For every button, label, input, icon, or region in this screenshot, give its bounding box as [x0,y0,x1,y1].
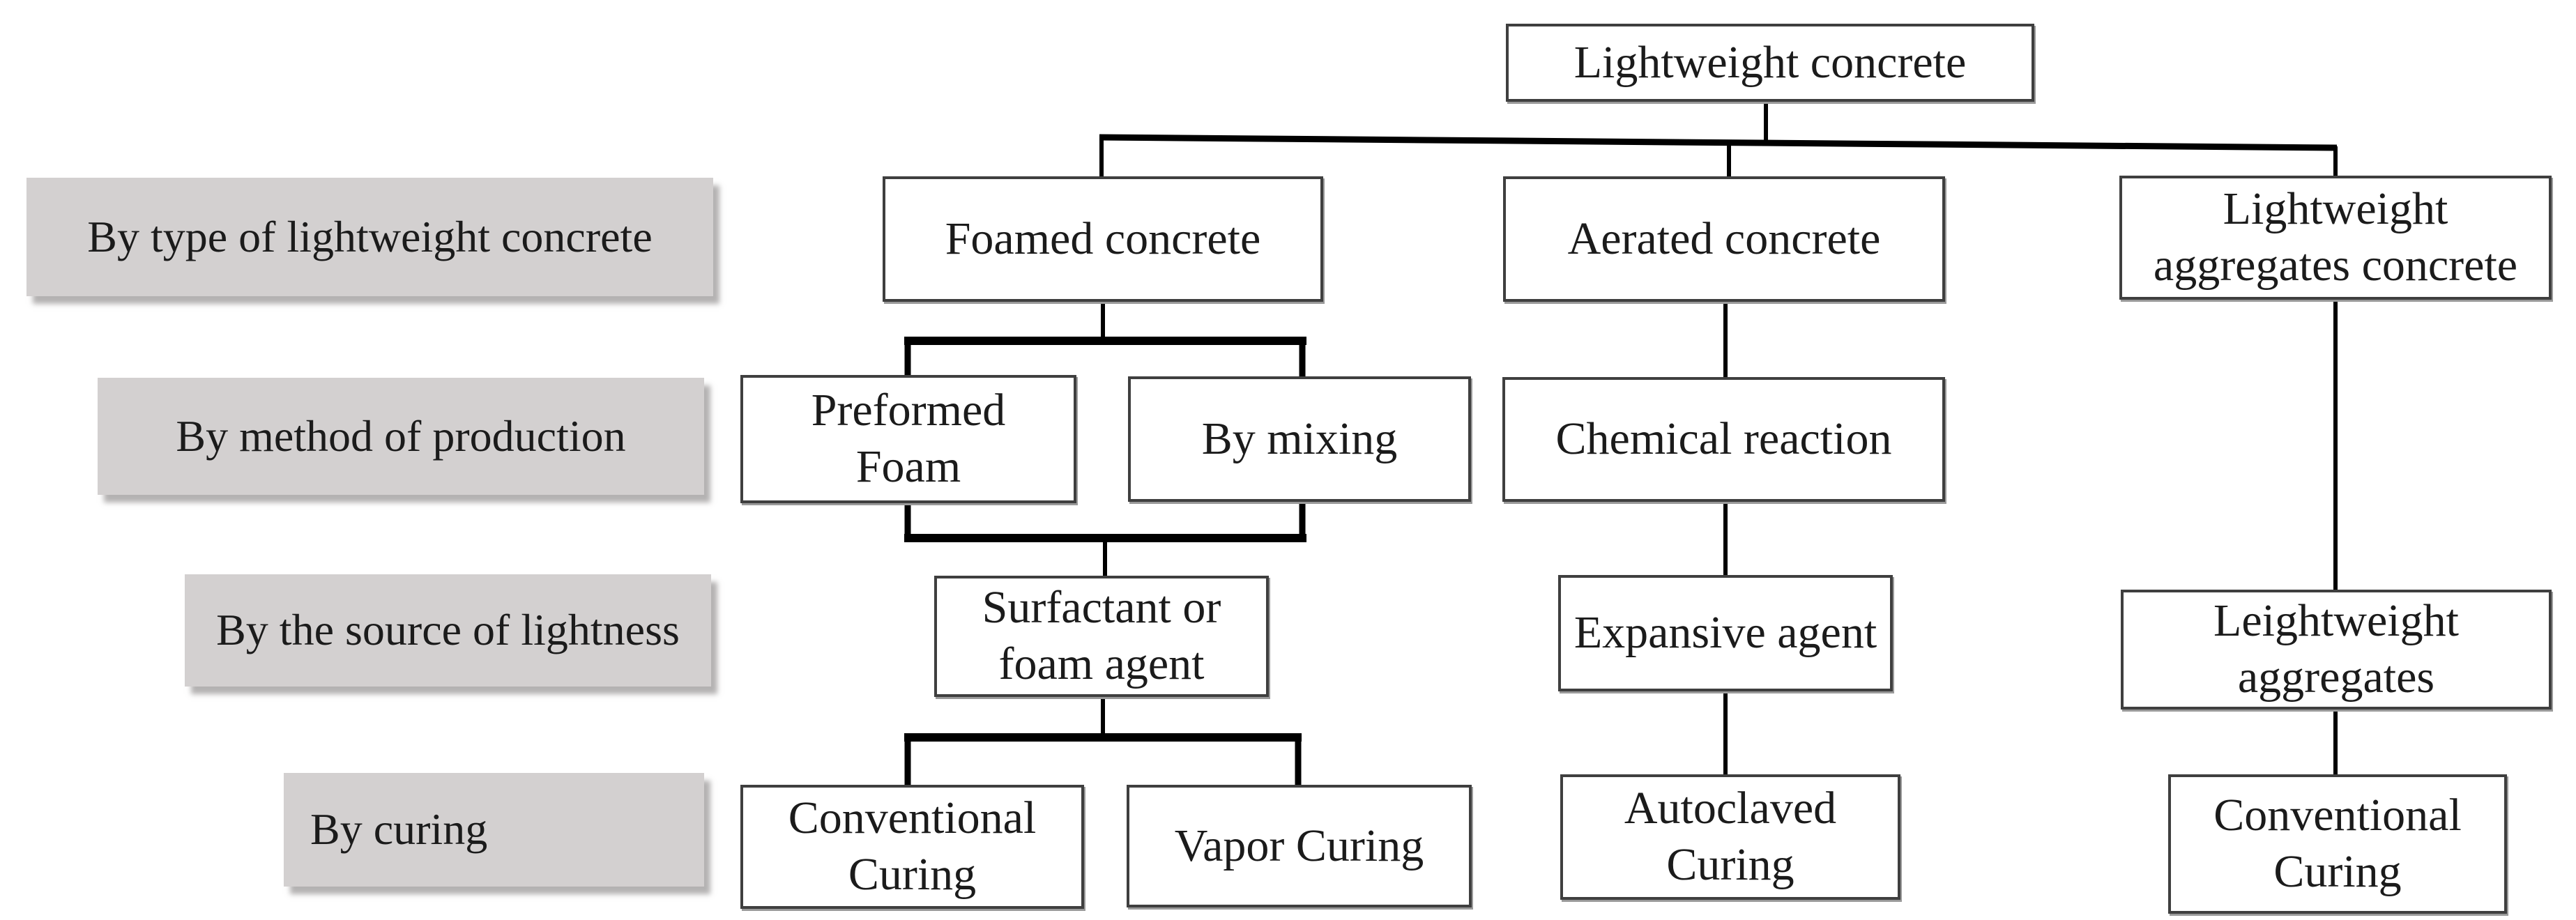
node-aerated-concrete: Aerated concrete [1503,176,1945,302]
node-conventional-curing-foamed-text: Conventional Curing [788,792,1037,900]
node-chemical-reaction-text: Chemical reaction [1555,413,1892,465]
row-label-by-method: By method of production [98,378,704,495]
node-by-mixing: By mixing [1128,376,1471,502]
node-conventional-curing-aggregates: Conventional Curing [2168,774,2507,914]
node-autoclaved-curing: Autoclaved Curing [1560,774,1900,900]
row-label-by-source: By the source of lightness [185,574,711,687]
node-aerated-concrete-text: Aerated concrete [1567,213,1881,264]
node-conventional-curing-aggregates-text: Conventional Curing [2213,790,2462,897]
row-label-by-type-text: By type of lightweight concrete [87,211,653,261]
connector-top-rail [1099,134,2338,151]
node-expansive-agent-text: Expansive agent [1573,607,1877,659]
node-expansive-agent: Expansive agent [1558,575,1893,691]
node-lightweight-aggregates-concrete: Lightweight aggregates concrete [2119,176,2552,300]
node-vapor-curing: Vapor Curing [1127,785,1472,907]
node-conventional-curing-foamed: Conventional Curing [740,785,1084,909]
node-preformed-foam: Preformed Foam [740,375,1076,503]
node-chemical-reaction: Chemical reaction [1502,377,1945,502]
node-lightweight-aggregates-concrete-text: Lightweight aggregates concrete [2153,183,2518,291]
row-label-by-curing: By curing [284,773,704,887]
node-leightweight-aggregates: Leightweight aggregates [2121,590,2552,710]
node-foamed-concrete: Foamed concrete [883,176,1323,302]
node-preformed-foam-text: Preformed Foam [811,385,1006,492]
node-lightweight-concrete-text: Lightweight concrete [1573,36,1967,88]
row-label-by-source-text: By the source of lightness [216,605,680,655]
node-surfactant-or-foam-agent: Surfactant or foam agent [934,576,1269,697]
node-foamed-concrete-text: Foamed concrete [945,213,1261,264]
node-lightweight-concrete: Lightweight concrete [1506,24,2034,102]
row-label-by-type: By type of lightweight concrete [26,178,713,296]
connector-bracket-bars [904,337,1306,742]
node-vapor-curing-text: Vapor Curing [1174,820,1424,871]
node-leightweight-aggregates-text: Leightweight aggregates [2213,595,2459,703]
row-label-by-method-text: By method of production [176,411,626,461]
node-autoclaved-curing-text: Autoclaved Curing [1624,783,1837,890]
node-surfactant-or-foam-agent-text: Surfactant or foam agent [982,582,1221,689]
node-by-mixing-text: By mixing [1201,413,1398,464]
row-label-by-curing-text: By curing [310,804,488,854]
connector-verticals [1099,100,2338,776]
